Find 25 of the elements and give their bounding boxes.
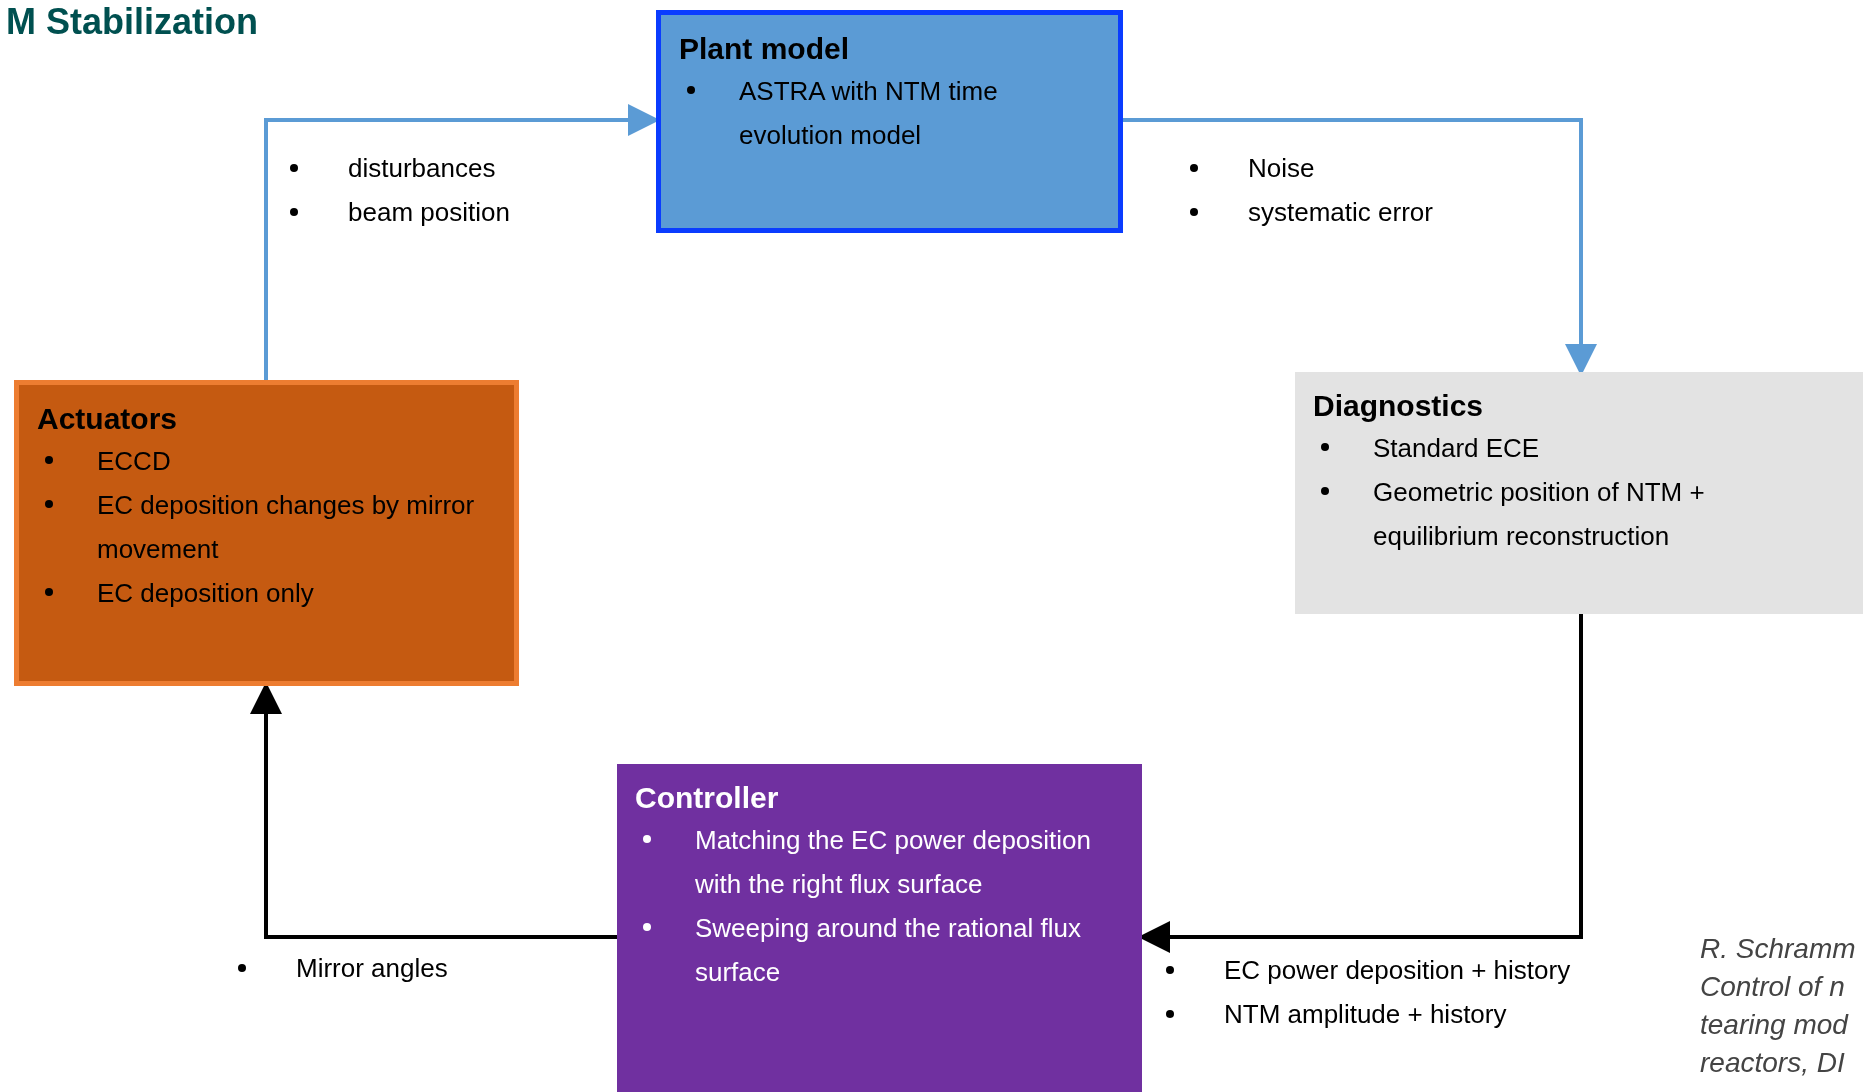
bullet-text: EC power deposition + history (1224, 954, 1571, 987)
bullet-text: ASTRA with NTM time evolution model (739, 75, 999, 152)
plant-model-box (656, 10, 1123, 233)
box-heading: Diagnostics (1313, 388, 1485, 424)
box-heading: Plant model (679, 31, 851, 67)
bullet-text: ECCD (97, 445, 171, 478)
bullet-text: Noise (1248, 152, 1315, 185)
bullet-text: Standard ECE (1373, 432, 1540, 465)
bullet-text: disturbances (348, 152, 496, 185)
actuators-box (14, 380, 519, 686)
diagnostics-box (1295, 372, 1863, 614)
bullet-text: Sweeping around the rational flux surface (695, 912, 1082, 989)
bullet-text: Matching the EC power deposition with the right flux surface (695, 824, 1092, 901)
slide-title: M Stabilization (6, 0, 258, 44)
bullet-text: systematic error (1248, 196, 1433, 229)
bullet-text: EC deposition changes by mirror movement (97, 489, 476, 566)
controller-box (617, 764, 1142, 1092)
citation-text: R. Schramm Control of n tearing mod reactors, DI (1700, 932, 1857, 1080)
box-heading: Actuators (37, 401, 179, 437)
bullet-text: Geometric position of NTM + equilibrium reconstruction (1373, 476, 1706, 553)
bullet-text: EC deposition only (97, 577, 314, 610)
bullet-text: Mirror angles (296, 952, 448, 985)
box-heading: Controller (635, 780, 780, 816)
bullet-text: NTM amplitude + history (1224, 998, 1507, 1031)
bullet-text: beam position (348, 196, 510, 229)
